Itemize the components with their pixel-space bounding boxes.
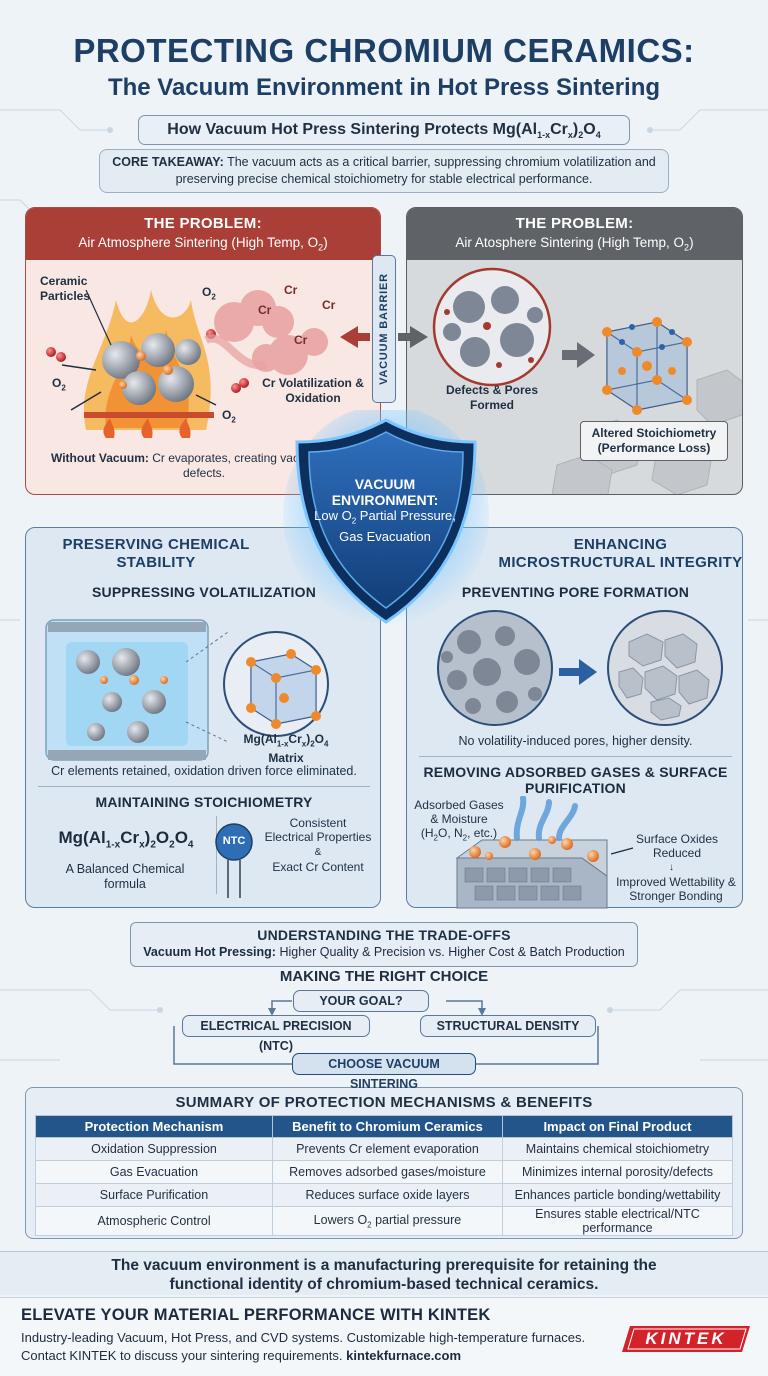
table-cell: Minimizes internal porosity/defects <box>501 1160 734 1184</box>
tradeoffs-title: UNDERSTANDING THE TRADE-OFFS <box>257 927 511 943</box>
kintek-logo[interactable]: KINTEK <box>622 1326 750 1352</box>
choose-vacuum-sintering: CHOOSE VACUUM SINTERING <box>292 1053 476 1091</box>
table-cell: Ensures stable electrical/NTC performanc… <box>501 1206 734 1236</box>
surface-oxides-label: Surface Oxides Reduced <box>635 832 719 860</box>
microstructure-title: ENHANCING MICROSTRUCTURAL INTEGRITY <box>498 536 743 571</box>
your-goal-pill: YOUR GOAL? <box>293 990 429 1012</box>
wettability-label: Improved Wettability & Stronger Bonding <box>616 875 736 903</box>
footer-line-2: Contact KINTEK to discuss your sintering… <box>21 1348 462 1363</box>
ceramic-particles-label: Ceramic Particles <box>40 274 91 303</box>
table-cell: Removes adsorbed gases/moisture <box>271 1160 503 1184</box>
option-electrical-precision[interactable]: ELECTRICAL PRECISION (NTC) <box>182 1015 370 1053</box>
table-cell: Gas Evacuation <box>35 1160 273 1184</box>
formula-caption: A Balanced Chemical formula <box>65 862 185 891</box>
table-cell: Reduces surface oxide layers <box>271 1183 503 1207</box>
volatilization-illustration <box>45 619 329 761</box>
no-pores-note: No volatility-induced pores, higher dens… <box>458 734 693 748</box>
table-header-row: Protection Mechanism Benefit to Chromium… <box>35 1115 734 1138</box>
table-header: Protection Mechanism <box>35 1115 273 1138</box>
table-cell: Surface Purification <box>35 1183 273 1207</box>
stoichiometry-title: MAINTAINING STOICHIOMETRY <box>95 794 313 810</box>
adsorbed-gases-label: Adsorbed Gases & Moisture(H2O, N2, etc.) <box>414 798 504 843</box>
table-cell: Maintains chemical stoichiometry <box>501 1137 734 1161</box>
cr-label-3: Cr <box>322 298 336 312</box>
pore-formation-title: PREVENTING PORE FORMATION <box>461 584 690 600</box>
vacuum-barrier-label: VACUUM BARRIER <box>372 255 396 403</box>
oxidation-illustration <box>46 289 328 438</box>
altered-stoichiometry-label: Altered Stoichiometry (Performance Loss) <box>580 421 728 461</box>
defect-illustration <box>432 267 742 494</box>
table-row: Surface Purification Reduces surface oxi… <box>35 1183 734 1207</box>
table-cell: Enhances particle bonding/wettability <box>501 1183 734 1207</box>
o2-label: O2 <box>202 285 216 302</box>
formula: Mg(Al1-xCrx)2O2O4 <box>58 828 194 851</box>
o2-label-bottom: O2 <box>222 408 236 425</box>
table-row: Atmospheric Control Lowers O2 partial pr… <box>35 1206 734 1236</box>
page-title: PROTECTING CHROMIUM CERAMICS: <box>73 32 695 69</box>
page-subtitle: The Vacuum Environment in Hot Press Sint… <box>107 74 661 101</box>
problem-title-right: THE PROBLEM: <box>515 215 634 232</box>
retained-note: Cr elements retained, oxidation driven f… <box>51 764 357 778</box>
ntc-thermistor-icon <box>215 823 253 898</box>
chemical-stability-title: PRESERVING CHEMICAL STABILITY <box>62 536 250 571</box>
choice-title: MAKING THE RIGHT CHOICE <box>279 968 489 985</box>
table-header: Impact on Final Product <box>501 1115 734 1138</box>
table-header: Benefit to Chromium Ceramics <box>271 1115 503 1138</box>
adsorbed-gases-title: REMOVING ADSORBED GASES & SURFACE PURIFI… <box>423 764 728 796</box>
down-arrow-icon: ↓ <box>669 862 674 873</box>
option-structural-density[interactable]: STRUCTURAL DENSITY <box>420 1015 596 1037</box>
problem-title: THE PROBLEM: <box>144 215 262 232</box>
summary-table: Protection Mechanism Benefit to Chromium… <box>35 1115 734 1236</box>
footer-line-1: Industry-leading Vacuum, Hot Press, and … <box>21 1330 586 1345</box>
problem-panel-air: THE PROBLEM: Air Atmosphere Sintering (H… <box>25 207 381 495</box>
summary-panel: SUMMARY OF PROTECTION MECHANISMS & BENEF… <box>25 1087 743 1239</box>
tradeoffs-box: UNDERSTANDING THE TRADE-OFFS Vacuum Hot … <box>130 922 638 967</box>
table-cell: Lowers O2 partial pressure <box>271 1206 503 1236</box>
o2-label-left: O2 <box>52 376 66 393</box>
table-cell: Atmospheric Control <box>35 1206 273 1236</box>
table-row: Oxidation Suppression Prevents Cr elemen… <box>35 1137 734 1161</box>
barrier-arrows <box>340 326 428 348</box>
conclusion: The vacuum environment is a manufacturin… <box>0 1251 768 1295</box>
degassing-illustration <box>455 796 634 909</box>
core-takeaway: CORE TAKEAWAY: The vacuum acts as a crit… <box>99 149 669 193</box>
cr-label-2: Cr <box>284 283 298 297</box>
tradeoffs-text: Vacuum Hot Pressing: Higher Quality & Pr… <box>143 945 625 959</box>
decision-flow-lines <box>173 1000 599 1065</box>
table-cell: Prevents Cr element evaporation <box>271 1137 503 1161</box>
suppressing-volatilization-title: SUPPRESSING VOLATILIZATION <box>91 584 317 600</box>
problem-subtitle: Air Atmosphere Sintering (High Temp, O2) <box>78 235 328 253</box>
ntc-label: NTC <box>222 835 246 847</box>
consistent-properties: Consistent Electrical Properties&Exact C… <box>264 816 372 874</box>
cr-label-4: Cr <box>294 333 308 347</box>
footer: ELEVATE YOUR MATERIAL PERFORMANCE WITH K… <box>0 1297 768 1376</box>
summary-title: SUMMARY OF PROTECTION MECHANISMS & BENEF… <box>175 1094 593 1111</box>
microstructure-panel: ENHANCING MICROSTRUCTURAL INTEGRITY PREV… <box>406 527 743 909</box>
website-link[interactable]: kintekfurnace.com <box>346 1348 462 1363</box>
vacuum-environment-label: VACUUM ENVIRONMENT: Low O2 Partial Press… <box>314 476 456 544</box>
table-row: Gas Evacuation Removes adsorbed gases/mo… <box>35 1160 734 1184</box>
pore-illustration <box>437 610 723 726</box>
table-cell: Oxidation Suppression <box>35 1137 273 1161</box>
defects-label: Defects & Pores Formed <box>445 383 539 412</box>
problem-subtitle-right: Air Atosphere Sintering (High Temp, O2) <box>455 235 694 253</box>
footer-headline: ELEVATE YOUR MATERIAL PERFORMANCE WITH K… <box>21 1306 491 1324</box>
how-it-works-banner: How Vacuum Hot Press Sintering Protects … <box>138 115 630 145</box>
volatilization-label: Cr Volatilization & Oxidation <box>262 376 364 405</box>
cr-label: Cr <box>258 303 272 317</box>
shield-icon <box>283 410 489 625</box>
